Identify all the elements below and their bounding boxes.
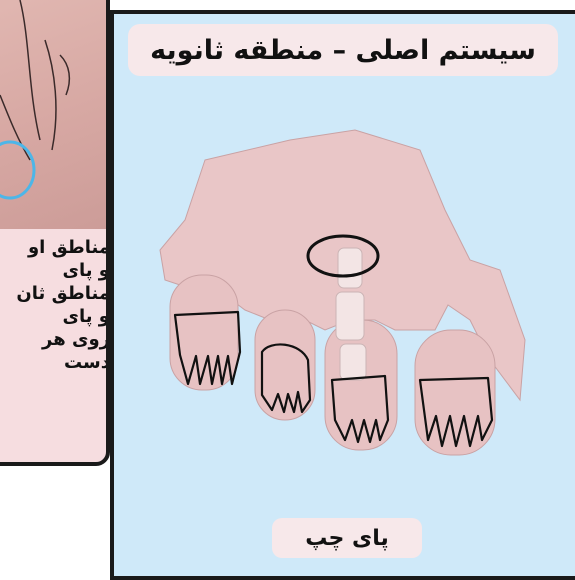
- highlight-ring: [0, 142, 34, 198]
- illustration: [0, 0, 575, 568]
- page-title: سیستم اصلی – منطقه ثانویه: [128, 24, 558, 76]
- caption-badge: پای چپ: [272, 518, 422, 558]
- foot-sketch-lines: [0, 0, 69, 160]
- bone-overlay: [336, 248, 366, 380]
- hand-illustration: [160, 130, 525, 455]
